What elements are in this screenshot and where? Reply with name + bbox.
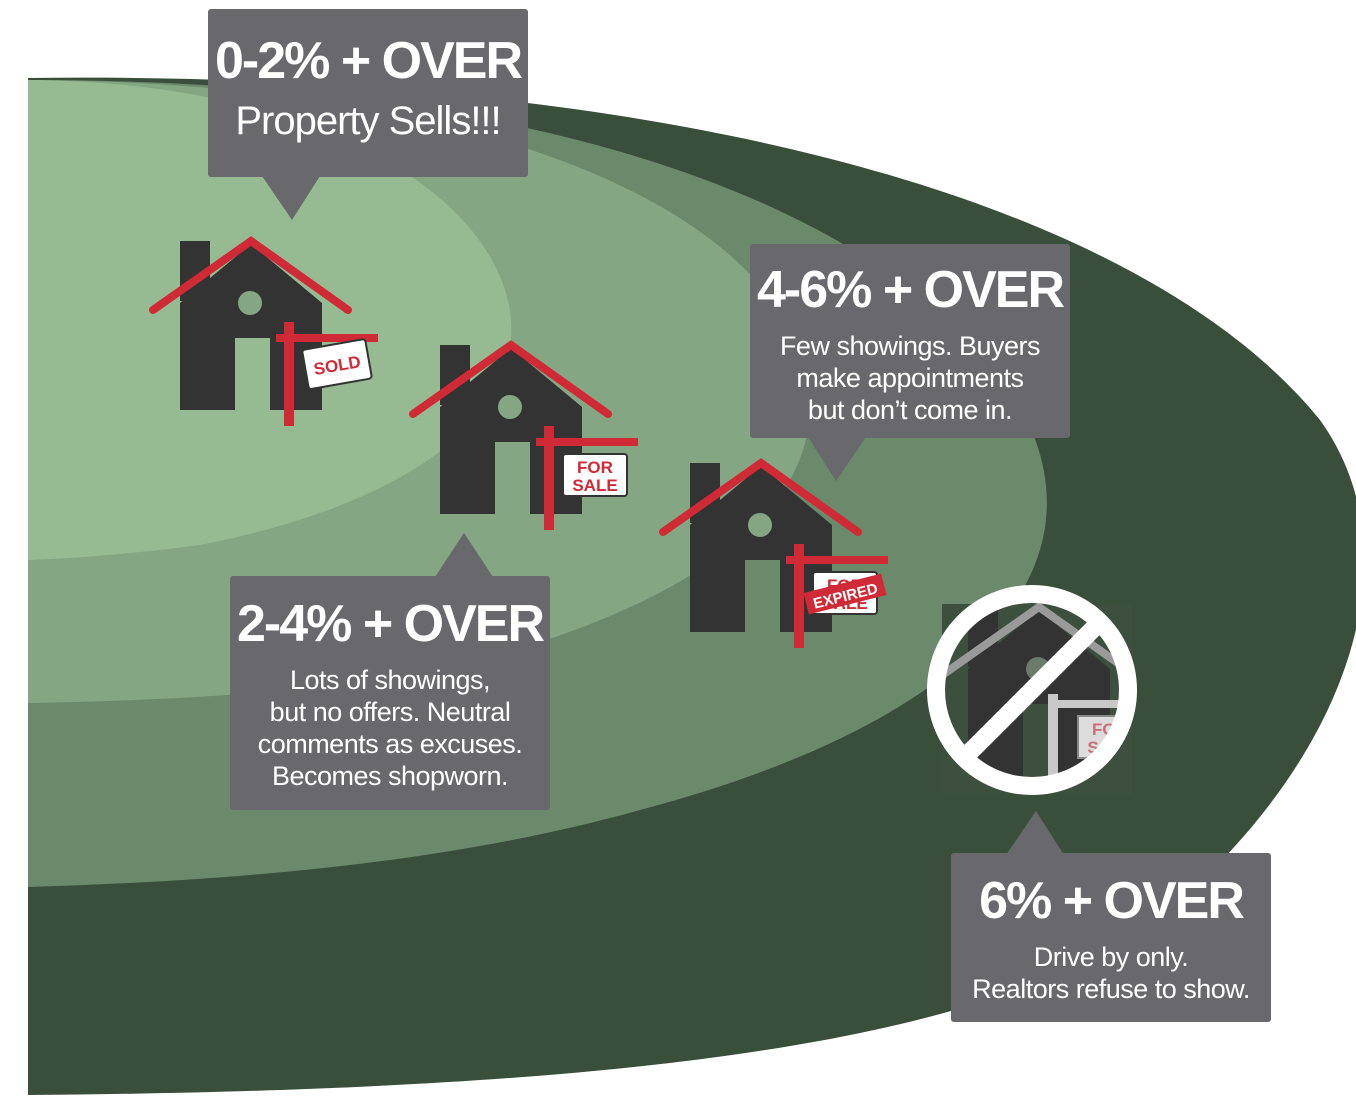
callout-line: Few showings. Buyers [779, 331, 1041, 361]
callout-pointer-zone-0-2 [262, 176, 320, 220]
callout-text: Drive by only. Realtors refuse to show. [951, 941, 1271, 1005]
callout-text: Lots of showings, but no offers. Neutral… [230, 664, 550, 792]
callout-title: 6% + OVER [979, 872, 1245, 930]
callout-line: comments as excuses. [257, 729, 523, 759]
callout-text: Few showings. Buyers make appointments b… [750, 330, 1070, 426]
sign-text-for: FOR [577, 458, 613, 477]
house-expired-icon: FOR SALE EXPIRED [659, 458, 888, 648]
callout-line: but don’t come in. [807, 395, 1013, 425]
callout-title: 2-4% + OVER [236, 595, 545, 653]
house-sold-icon: SOLD [149, 236, 378, 426]
callout-zone-0-2: 0-2% + OVER Property Sells!!! [208, 9, 528, 177]
callout-pointer-zone-4-6 [808, 437, 866, 481]
callout-zone-2-4: 2-4% + OVER Lots of showings, but no off… [230, 576, 550, 810]
prohibited-ring [927, 585, 1137, 795]
callout-pointer-zone-2-4 [435, 533, 493, 577]
callout-line: Becomes shopworn. [271, 761, 509, 791]
callout-text: Property Sells!!! [235, 99, 501, 143]
callout-line: make appointments [796, 363, 1024, 393]
callout-line: but no offers. Neutral [269, 697, 511, 727]
callout-title: 0-2% + OVER [214, 32, 523, 90]
prohibited-slash [957, 615, 1107, 765]
house-for-sale-icon: FOR SALE [409, 340, 638, 530]
no-showings-icon: FOR SALE [927, 585, 1137, 795]
callout-line: Lots of showings, [289, 665, 491, 695]
callout-title: 4-6% + OVER [756, 261, 1065, 319]
callout-zone-6: 6% + OVER Drive by only. Realtors refuse… [951, 853, 1271, 1022]
callout-line: Realtors refuse to show. [972, 974, 1250, 1004]
callout-pointer-zone-6 [1006, 811, 1064, 855]
sign-text-sale: SALE [572, 476, 617, 495]
callout-zone-4-6: 4-6% + OVER Few showings. Buyers make ap… [750, 244, 1070, 438]
callout-line: Drive by only. [1033, 942, 1189, 972]
